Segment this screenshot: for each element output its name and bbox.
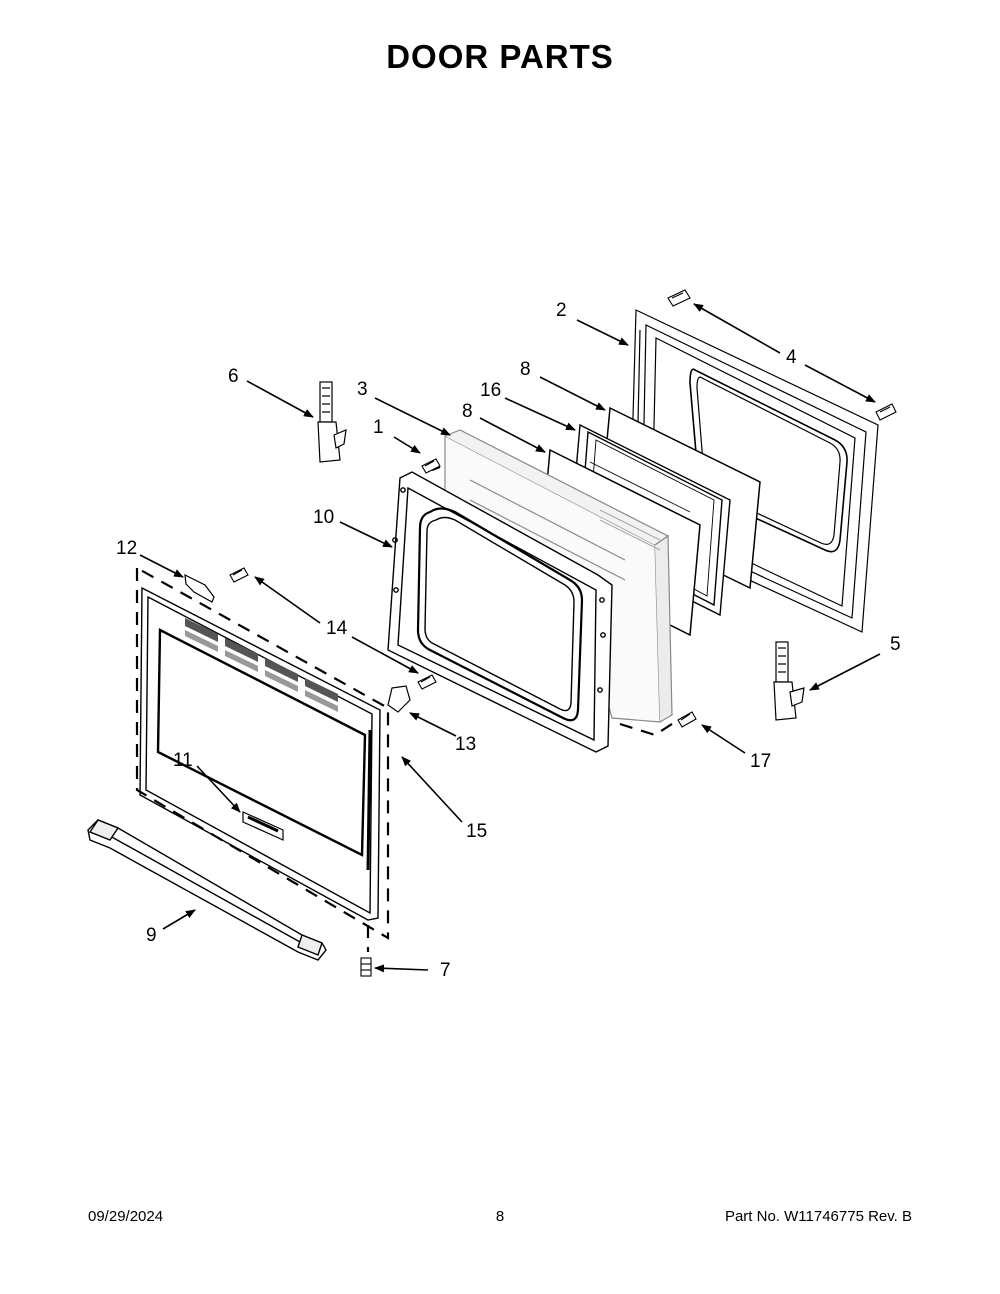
- footer-date: 09/29/2024: [88, 1208, 164, 1225]
- callout-8-front: 8: [462, 401, 473, 422]
- callout-12: 12: [116, 538, 137, 559]
- screw-4b: [875, 403, 897, 421]
- door-handle: [87, 819, 327, 961]
- outer-door-panel: [139, 586, 381, 921]
- callout-6: 6: [228, 366, 239, 387]
- callout-labels: 1 2 3 4 5 6 7 8 8 9 10 11 12 13 14 15 16…: [116, 300, 901, 981]
- callout-11: 11: [173, 750, 193, 771]
- screw-14b: [417, 674, 437, 690]
- screw-4a: [667, 289, 691, 307]
- callout-2: 2: [556, 300, 567, 321]
- callout-5: 5: [890, 634, 901, 655]
- callout-16: 16: [480, 380, 501, 401]
- left-trim-bracket: [184, 573, 215, 603]
- footer-part-number: Part No. W11746775 Rev. B: [724, 1208, 912, 1225]
- left-door-hinge: [317, 381, 347, 463]
- callout-9: 9: [146, 925, 157, 946]
- screw-14a: [229, 567, 249, 583]
- callout-4: 4: [786, 347, 797, 368]
- right-trim-bracket: [387, 685, 411, 713]
- callout-17: 17: [750, 751, 771, 772]
- screws: [229, 289, 897, 977]
- callout-3: 3: [357, 379, 368, 400]
- nameplate: [242, 811, 284, 841]
- footer-page-number: 8: [495, 1208, 505, 1225]
- right-door-hinge: [773, 641, 805, 721]
- inner-door-frame: [387, 471, 613, 753]
- callout-10: 10: [313, 507, 334, 528]
- screw-7: [360, 957, 372, 977]
- callout-8-rear: 8: [520, 359, 531, 380]
- callout-13: 13: [455, 734, 476, 755]
- callout-1: 1: [373, 417, 384, 438]
- callout-14: 14: [326, 618, 348, 639]
- callout-7: 7: [440, 960, 451, 981]
- screw-1: [421, 458, 441, 474]
- callout-15: 15: [466, 821, 487, 842]
- screw-17: [677, 711, 697, 728]
- page-title: DOOR PARTS: [386, 38, 614, 75]
- leader-arrows: [139, 303, 881, 973]
